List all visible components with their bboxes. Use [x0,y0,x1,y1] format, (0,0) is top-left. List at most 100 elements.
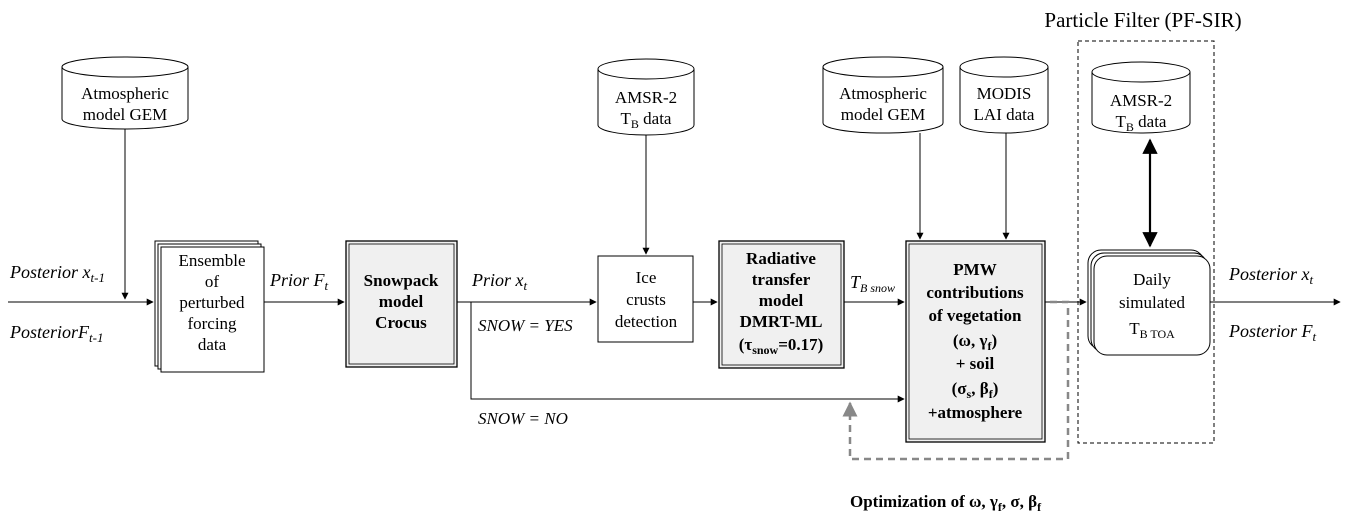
pmw-close2: ) [993,379,999,398]
posterior-x-sub: t [1310,272,1314,287]
rt-line5: (τsnow=0.17) [739,335,824,357]
tb-snow-label: TB snow [850,272,895,295]
pf-title: Particle Filter (PF-SIR) [1044,8,1241,32]
amsr-mid-t: T [621,109,632,128]
optimization-sub2: f [1037,500,1042,514]
pmw-line6: (σs, βf) [952,379,999,401]
daily-t: T [1129,319,1140,338]
optimization-main: Optimization of ω, γ [850,492,998,511]
modis-line2: LAI data [974,105,1035,124]
optimization-label: Optimization of ω, γf, σ, βf [850,492,1042,514]
posterior-f-prev-main: PosteriorF [9,322,90,342]
prior-x-label: Prior xt [471,270,528,293]
pmw-line5: + soil [956,354,995,373]
snow-yes-label: SNOW = YES [478,316,573,335]
pmw-s-sub: s [967,387,972,401]
rt-line3: model [759,291,804,310]
prior-x-sub: t [524,278,528,293]
gem-right-line1: Atmospheric [839,84,927,103]
ensemble-box: Ensemble of perturbed forcing data [154,240,265,373]
amsr-mid-database: AMSR-2 TB data [597,58,695,136]
ice-line1: Ice [636,268,657,287]
posterior-f-sub: t [1313,329,1317,344]
ice-box: Ice crusts detection [597,255,694,343]
ice-line3: detection [615,312,678,331]
pmw-line2: contributions [926,283,1024,302]
optimization-mid: , σ, β [1002,492,1037,511]
amsr-pf-data: data [1134,112,1167,131]
arrows [8,129,1341,403]
prior-x-main: Prior x [471,270,524,290]
daily-line1: Daily [1133,270,1171,289]
pmw-line4: (ω, γf) [953,331,997,353]
prior-f-main: Prior F [269,270,326,290]
amsr-pf-database: AMSR-2 TB data [1091,61,1191,134]
pmw-beta: , β [971,379,989,398]
tb-snow-main: T [850,272,862,292]
posterior-x-prev-sub: t-1 [91,270,105,285]
amsr-pf-t: T [1116,112,1127,131]
snowpack-box: Snowpack model Crocus [345,240,458,368]
pmw-sigma: (σ [952,379,968,398]
pmw-box: PMW contributions of vegetation (ω, γf) … [905,240,1046,443]
pmw-line3: of vegetation [928,306,1022,325]
amsr-mid-b: B [631,117,639,131]
gem-right-line2: model GEM [841,105,926,124]
daily-line2: simulated [1119,293,1186,312]
pmw-close: ) [991,331,997,350]
daily-box: Daily simulated TB TOA [1087,249,1211,356]
pf-frame [1077,40,1215,444]
rt-line2: transfer [752,270,811,289]
gem-left-database: Atmospheric model GEM [61,56,189,130]
snow-no-label: SNOW = NO [478,409,568,428]
posterior-f-prev-label: PosteriorFt-1 [9,322,103,345]
amsr-mid-line1: AMSR-2 [615,88,677,107]
posterior-f-prev-sub: t-1 [89,330,103,345]
pmw-line1: PMW [953,260,996,279]
pmw-f-sub: f [987,339,992,353]
tb-snow-sub: B snow [860,281,895,295]
gem-left-line1: Atmospheric [81,84,169,103]
ensemble-line2: of [205,272,220,291]
amsr-mid-data: data [639,109,672,128]
pmw-f2-sub: f [989,387,994,401]
arrow-snow-no [470,302,905,403]
ensemble-line4: forcing [187,314,237,333]
optimization-loop [842,300,1070,461]
radiative-transfer-box: Radiative transfer model DMRT-ML (τsnow=… [718,240,845,369]
gem-right-database: Atmospheric model GEM [822,56,944,134]
snowpack-line2: model [379,292,424,311]
rt-line4: DMRT-ML [740,312,823,331]
posterior-x-prev-label: Posterior xt-1 [9,262,105,285]
snowpack-line3: Crocus [375,313,427,332]
ensemble-line3: perturbed [179,293,245,312]
posterior-x-label: Posterior xt [1228,264,1314,287]
amsr-pf-line1: AMSR-2 [1110,91,1172,110]
ice-line2: crusts [626,290,666,309]
prior-f-label: Prior Ft [269,270,329,293]
ensemble-line5: data [198,335,227,354]
posterior-x-main: Posterior x [1228,264,1310,284]
modis-database: MODIS LAI data [959,56,1049,134]
optimization-sub1: f [998,500,1003,514]
pmw-omega: (ω, γ [953,331,988,350]
posterior-f-main: Posterior F [1228,321,1314,341]
snowpack-line1: Snowpack [364,271,439,290]
amsr-pf-line2: TB data [1116,112,1167,134]
pmw-line7: +atmosphere [928,403,1023,422]
modis-line1: MODIS [977,84,1032,103]
ensemble-line1: Ensemble [178,251,245,270]
rt-tau: (τ [739,335,753,354]
gem-left-line2: model GEM [83,105,168,124]
daily-line3: TB TOA [1129,319,1175,341]
rt-line1: Radiative [746,249,816,268]
amsr-pf-b: B [1126,120,1134,134]
rt-value: =0.17) [778,335,823,354]
daily-btoa: B TOA [1140,327,1176,341]
rt-snow-sub: snow [752,343,778,357]
amsr-mid-line2: TB data [621,109,672,131]
posterior-f-label: Posterior Ft [1228,321,1317,344]
posterior-x-prev-main: Posterior x [9,262,91,282]
prior-f-sub: t [325,278,329,293]
